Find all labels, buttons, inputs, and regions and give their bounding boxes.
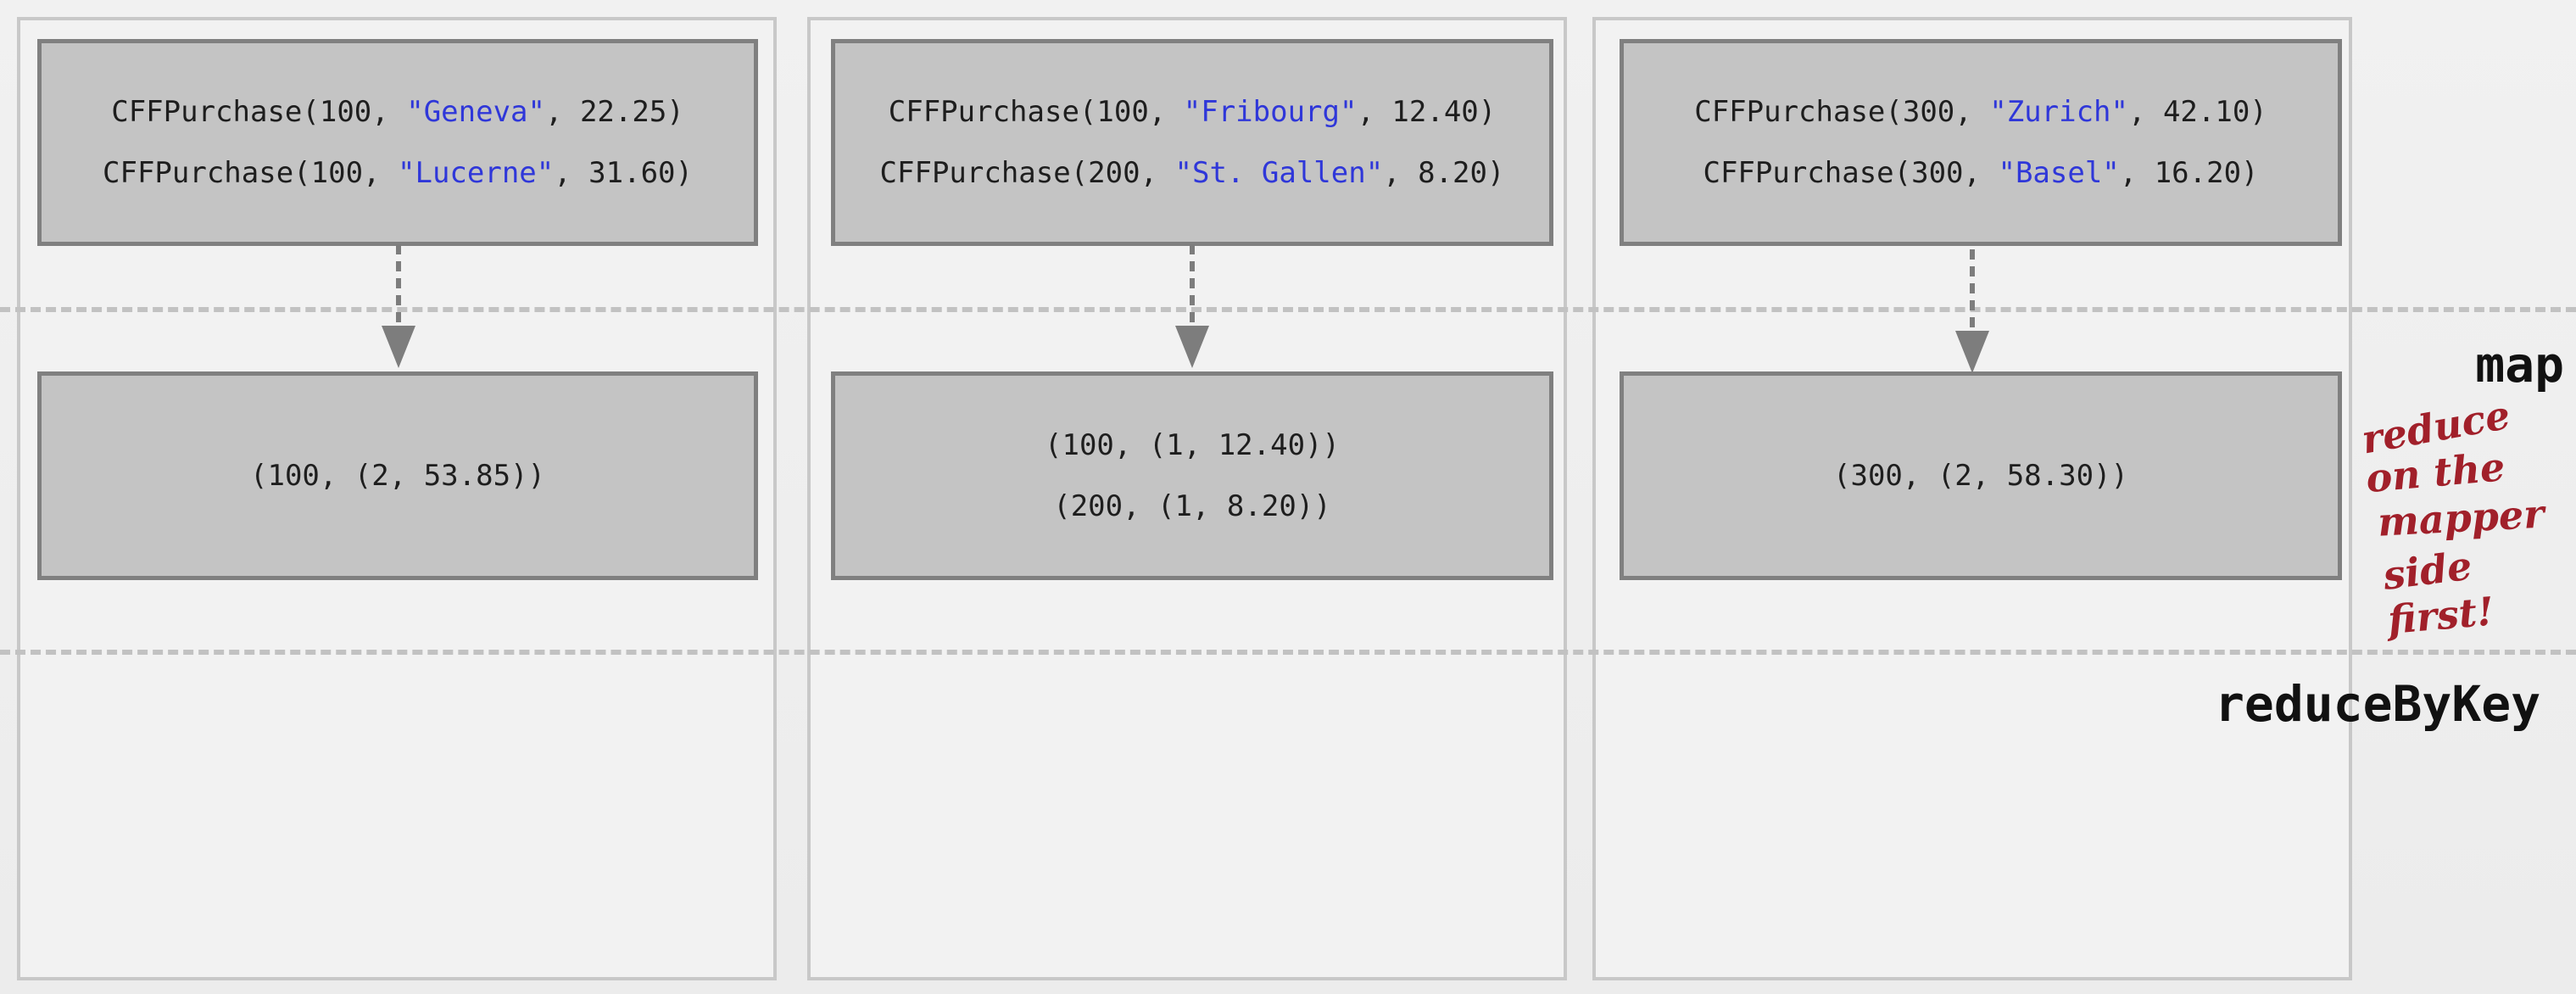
input-record: CFFPurchase(100, "Fribourg", 12.40) (889, 81, 1496, 142)
map-stage-divider (0, 307, 2576, 312)
record-prefix: CFFPurchase(100, (103, 156, 398, 190)
record-city: "Fribourg" (1183, 95, 1358, 129)
handwritten-annotation: reduce on the mapper side first! (2354, 392, 2566, 643)
record-suffix: , 12.40) (1357, 95, 1497, 129)
mapped-pairs-box-2: (100, (1, 12.40)) (200, (1, 8.20)) (831, 371, 1553, 580)
reduce-by-key-stage-label: reduceByKey (2215, 675, 2541, 733)
down-arrow-icon (1955, 249, 1989, 373)
map-stage-label: map (2475, 336, 2564, 394)
input-records-box-1: CFFPurchase(100, "Geneva", 22.25) CFFPur… (37, 39, 758, 246)
input-record: CFFPurchase(300, "Zurich", 42.10) (1694, 81, 2267, 142)
partition-column-2: CFFPurchase(100, "Fribourg", 12.40) CFFP… (807, 17, 1567, 980)
mapped-pair: (300, (2, 58.30)) (1833, 459, 2128, 493)
down-arrow-icon (1175, 244, 1209, 368)
record-prefix: CFFPurchase(300, (1694, 95, 1990, 129)
input-records-box-3: CFFPurchase(300, "Zurich", 42.10) CFFPur… (1620, 39, 2342, 246)
input-record: CFFPurchase(100, "Geneva", 22.25) (111, 81, 684, 142)
record-suffix: , 42.10) (2128, 95, 2267, 129)
record-city: "Basel" (1998, 156, 2120, 190)
mapped-pairs-box-3: (300, (2, 58.30)) (1620, 371, 2342, 580)
input-record: CFFPurchase(100, "Lucerne", 31.60) (103, 142, 693, 204)
record-city: "Lucerne" (398, 156, 555, 190)
record-suffix: , 22.25) (545, 95, 684, 129)
mapped-pairs-box-1: (100, (2, 53.85)) (37, 371, 758, 580)
input-record: CFFPurchase(200, "St. Gallen", 8.20) (880, 142, 1505, 204)
record-prefix: CFFPurchase(100, (111, 95, 407, 129)
down-arrow-icon (382, 244, 415, 368)
record-suffix: , 8.20) (1383, 156, 1505, 190)
input-record: CFFPurchase(300, "Basel", 16.20) (1703, 142, 2258, 204)
record-prefix: CFFPurchase(300, (1703, 156, 1999, 190)
mapped-pair: (200, (1, 8.20)) (1053, 489, 1331, 523)
partition-column-1: CFFPurchase(100, "Geneva", 22.25) CFFPur… (17, 17, 777, 980)
record-prefix: CFFPurchase(200, (879, 156, 1175, 190)
record-city: "Zurich" (1989, 95, 2128, 129)
record-prefix: CFFPurchase(100, (888, 95, 1184, 129)
partition-column-3: CFFPurchase(300, "Zurich", 42.10) CFFPur… (1592, 17, 2352, 980)
mapped-pair: (100, (2, 53.85)) (250, 459, 545, 493)
record-suffix: , 31.60) (554, 156, 693, 190)
record-city: "St. Gallen" (1174, 156, 1384, 190)
reduce-stage-divider (0, 650, 2576, 655)
record-suffix: , 16.20) (2119, 156, 2259, 190)
input-records-box-2: CFFPurchase(100, "Fribourg", 12.40) CFFP… (831, 39, 1553, 246)
mapped-pair: (100, (1, 12.40)) (1045, 428, 1340, 462)
record-city: "Geneva" (406, 95, 545, 129)
